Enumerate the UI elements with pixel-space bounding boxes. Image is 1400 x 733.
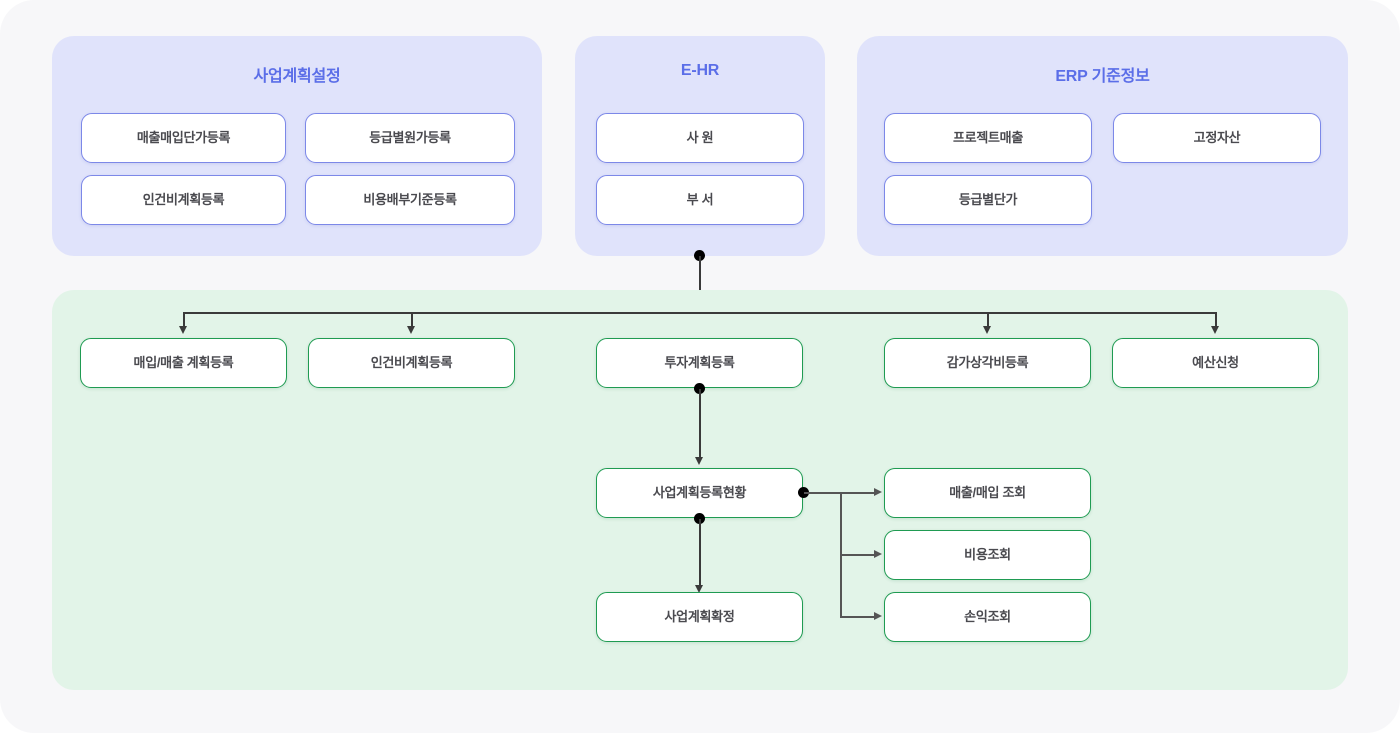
connector-arrow-tuja-to-status [695,457,703,465]
node-sawon[interactable]: 사 원 [596,113,804,163]
connector-branch-sonik-johoe [840,616,876,618]
node-buseo[interactable]: 부 서 [596,175,804,225]
node-maechul-maeip-johoe[interactable]: 매출/매입 조회 [884,468,1091,518]
connector-arrow-ingeonbi [407,326,415,334]
connector-stem-ingeonbi [411,312,413,328]
panel-business-plan-setup: 사업계획설정 매출매입단가등록 등급별원가등록 인건비계획등록 비용배부기준등록 [52,36,542,256]
connector-dot-tuja-out [694,383,705,394]
node-tuja-gyehoek[interactable]: 투자계획등록 [596,338,803,388]
node-yesan-sincheong[interactable]: 예산신청 [1112,338,1319,388]
node-deunggeupbyeol-wonga[interactable]: 등급별원가등록 [305,113,515,163]
node-gojeong-jasan[interactable]: 고정자산 [1113,113,1321,163]
node-project-maechul[interactable]: 프로젝트매출 [884,113,1092,163]
panel-title-erp-master-data: ERP 기준정보 [1055,68,1150,85]
panel-title-business-plan-setup: 사업계획설정 [253,68,341,85]
panel-title-ehr: E-HR [680,62,720,79]
connector-dot-status-right [798,487,809,498]
connector-stem-gamgasanggak [987,312,989,328]
connector-line-tuja-to-status [699,389,701,459]
connector-arrow-maeip-maechul [179,326,187,334]
connector-dot-ehr-out [694,250,705,261]
node-ingeonbi-gyehoek-flow[interactable]: 인건비계획등록 [308,338,515,388]
node-deunggeupbyeol-danga[interactable]: 등급별단가 [884,175,1092,225]
node-sonik-johoe[interactable]: 손익조회 [884,592,1091,642]
panel-erp-master-data: ERP 기준정보 프로젝트매출 고정자산 등급별단가 [857,36,1348,256]
connector-arrow-biyong-johoe [874,550,882,558]
node-biyong-johoe[interactable]: 비용조회 [884,530,1091,580]
connector-arrow-sonik-johoe [874,612,882,620]
connector-arrow-yesan [1211,326,1219,334]
connector-distribution-bar [184,312,1216,314]
node-biyong-baebu-gijun[interactable]: 비용배부기준등록 [305,175,515,225]
connector-arrow-status-to-confirm [695,585,703,593]
connector-stem-yesan [1215,312,1217,328]
panel-ehr: E-HR 사 원 부 서 [575,36,825,256]
node-saeop-gyehoek-hwakjeong[interactable]: 사업계획확정 [596,592,803,642]
node-ingeonbi-gyehoek[interactable]: 인건비계획등록 [81,175,286,225]
connector-branch-maechul-maeip-johoe [840,492,876,494]
node-saeop-gyehoek-deungrok-hyeonhwang[interactable]: 사업계획등록현황 [596,468,803,518]
connector-stem-maeip-maechul [183,312,185,328]
connector-arrow-maechul-maeip-johoe [874,488,882,496]
connector-arrow-gamgasanggak [983,326,991,334]
connector-lead-status-to-trunk [804,492,841,494]
connector-line-status-to-confirm [699,519,701,587]
node-maechul-maeip-danga[interactable]: 매출매입단가등록 [81,113,286,163]
connector-dot-status-bottom [694,513,705,524]
node-gamgasanggakbi[interactable]: 감가상각비등록 [884,338,1091,388]
node-maeip-maechul-gyehoek[interactable]: 매입/매출 계획등록 [80,338,287,388]
connector-branch-biyong-johoe [840,554,876,556]
